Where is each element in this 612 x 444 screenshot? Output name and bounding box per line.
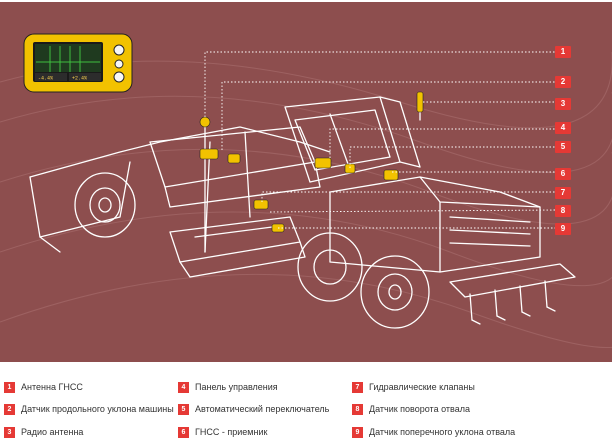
callout-3: 3 bbox=[555, 98, 571, 110]
legend-label: Автоматический переключатель bbox=[195, 404, 330, 414]
slope-sensor bbox=[227, 153, 241, 164]
cab-receiver bbox=[383, 169, 399, 181]
legend-number: 8 bbox=[352, 403, 363, 415]
callout-8: 8 bbox=[555, 205, 571, 217]
legend-label: Датчик продольного уклона машины bbox=[21, 404, 174, 414]
callout-2: 2 bbox=[555, 76, 571, 88]
legend-item-2: 2 Датчик продольного уклона машины bbox=[4, 402, 174, 416]
right-readout: +2.4% bbox=[72, 76, 87, 82]
legend-label: Антенна ГНСС bbox=[21, 382, 83, 392]
callout-5: 5 bbox=[555, 141, 571, 153]
grader-outline-icon bbox=[29, 96, 576, 329]
left-readout: -4.4% bbox=[38, 76, 53, 82]
gnss-antenna-icon bbox=[199, 116, 211, 128]
control-panel-mount bbox=[314, 157, 332, 169]
legend-label: Панель управления bbox=[195, 382, 278, 392]
grader-diagram: -4.4% +2.4% bbox=[0, 2, 612, 362]
legend-item-9: 9 Датчик поперечного уклона отвала bbox=[352, 425, 515, 439]
legend-number: 7 bbox=[352, 381, 363, 393]
legend-item-8: 8 Датчик поворота отвала bbox=[352, 402, 470, 416]
sensor-highlights bbox=[199, 91, 424, 233]
legend-item-6: 6 ГНСС - приемник bbox=[178, 425, 267, 439]
callout-4: 4 bbox=[555, 122, 571, 134]
legend-item-7: 7 Гидравлические клапаны bbox=[352, 380, 475, 394]
radio-antenna-icon bbox=[416, 91, 424, 113]
hydraulic-valves bbox=[253, 199, 269, 210]
legend-item-3: 3 Радио антенна bbox=[4, 425, 83, 439]
legend-number: 2 bbox=[4, 403, 15, 415]
callout-9: 9 bbox=[555, 223, 571, 235]
legend-number: 6 bbox=[178, 426, 189, 438]
leader-lines bbox=[204, 51, 556, 229]
legend-item-1: 1 Антенна ГНСС bbox=[4, 380, 83, 394]
legend-number: 3 bbox=[4, 426, 15, 438]
legend-number: 4 bbox=[178, 381, 189, 393]
legend-item-4: 4 Панель управления bbox=[178, 380, 278, 394]
callout-6: 6 bbox=[555, 168, 571, 180]
control-panel-icon bbox=[23, 33, 133, 93]
legend-number: 1 bbox=[4, 381, 15, 393]
legend-number: 5 bbox=[178, 403, 189, 415]
legend-label: ГНСС - приемник bbox=[195, 427, 268, 437]
legend-label: Датчик поворота отвала bbox=[369, 404, 470, 414]
callout-7: 7 bbox=[555, 187, 571, 199]
legend-label: Датчик поперечного уклона отвала bbox=[369, 427, 516, 437]
auto-switch bbox=[344, 163, 356, 174]
legend-label: Гидравлические клапаны bbox=[369, 382, 475, 392]
callout-1: 1 bbox=[555, 46, 571, 58]
legend-label: Радио антенна bbox=[21, 427, 84, 437]
legend: 1 Антенна ГНСС 2 Датчик продольного укло… bbox=[0, 374, 612, 444]
legend-item-5: 5 Автоматический переключатель bbox=[178, 402, 329, 416]
gnss-receiver-sensor bbox=[199, 148, 219, 160]
diagram-canvas: -4.4% +2.4% bbox=[0, 33, 612, 348]
legend-number: 9 bbox=[352, 426, 363, 438]
